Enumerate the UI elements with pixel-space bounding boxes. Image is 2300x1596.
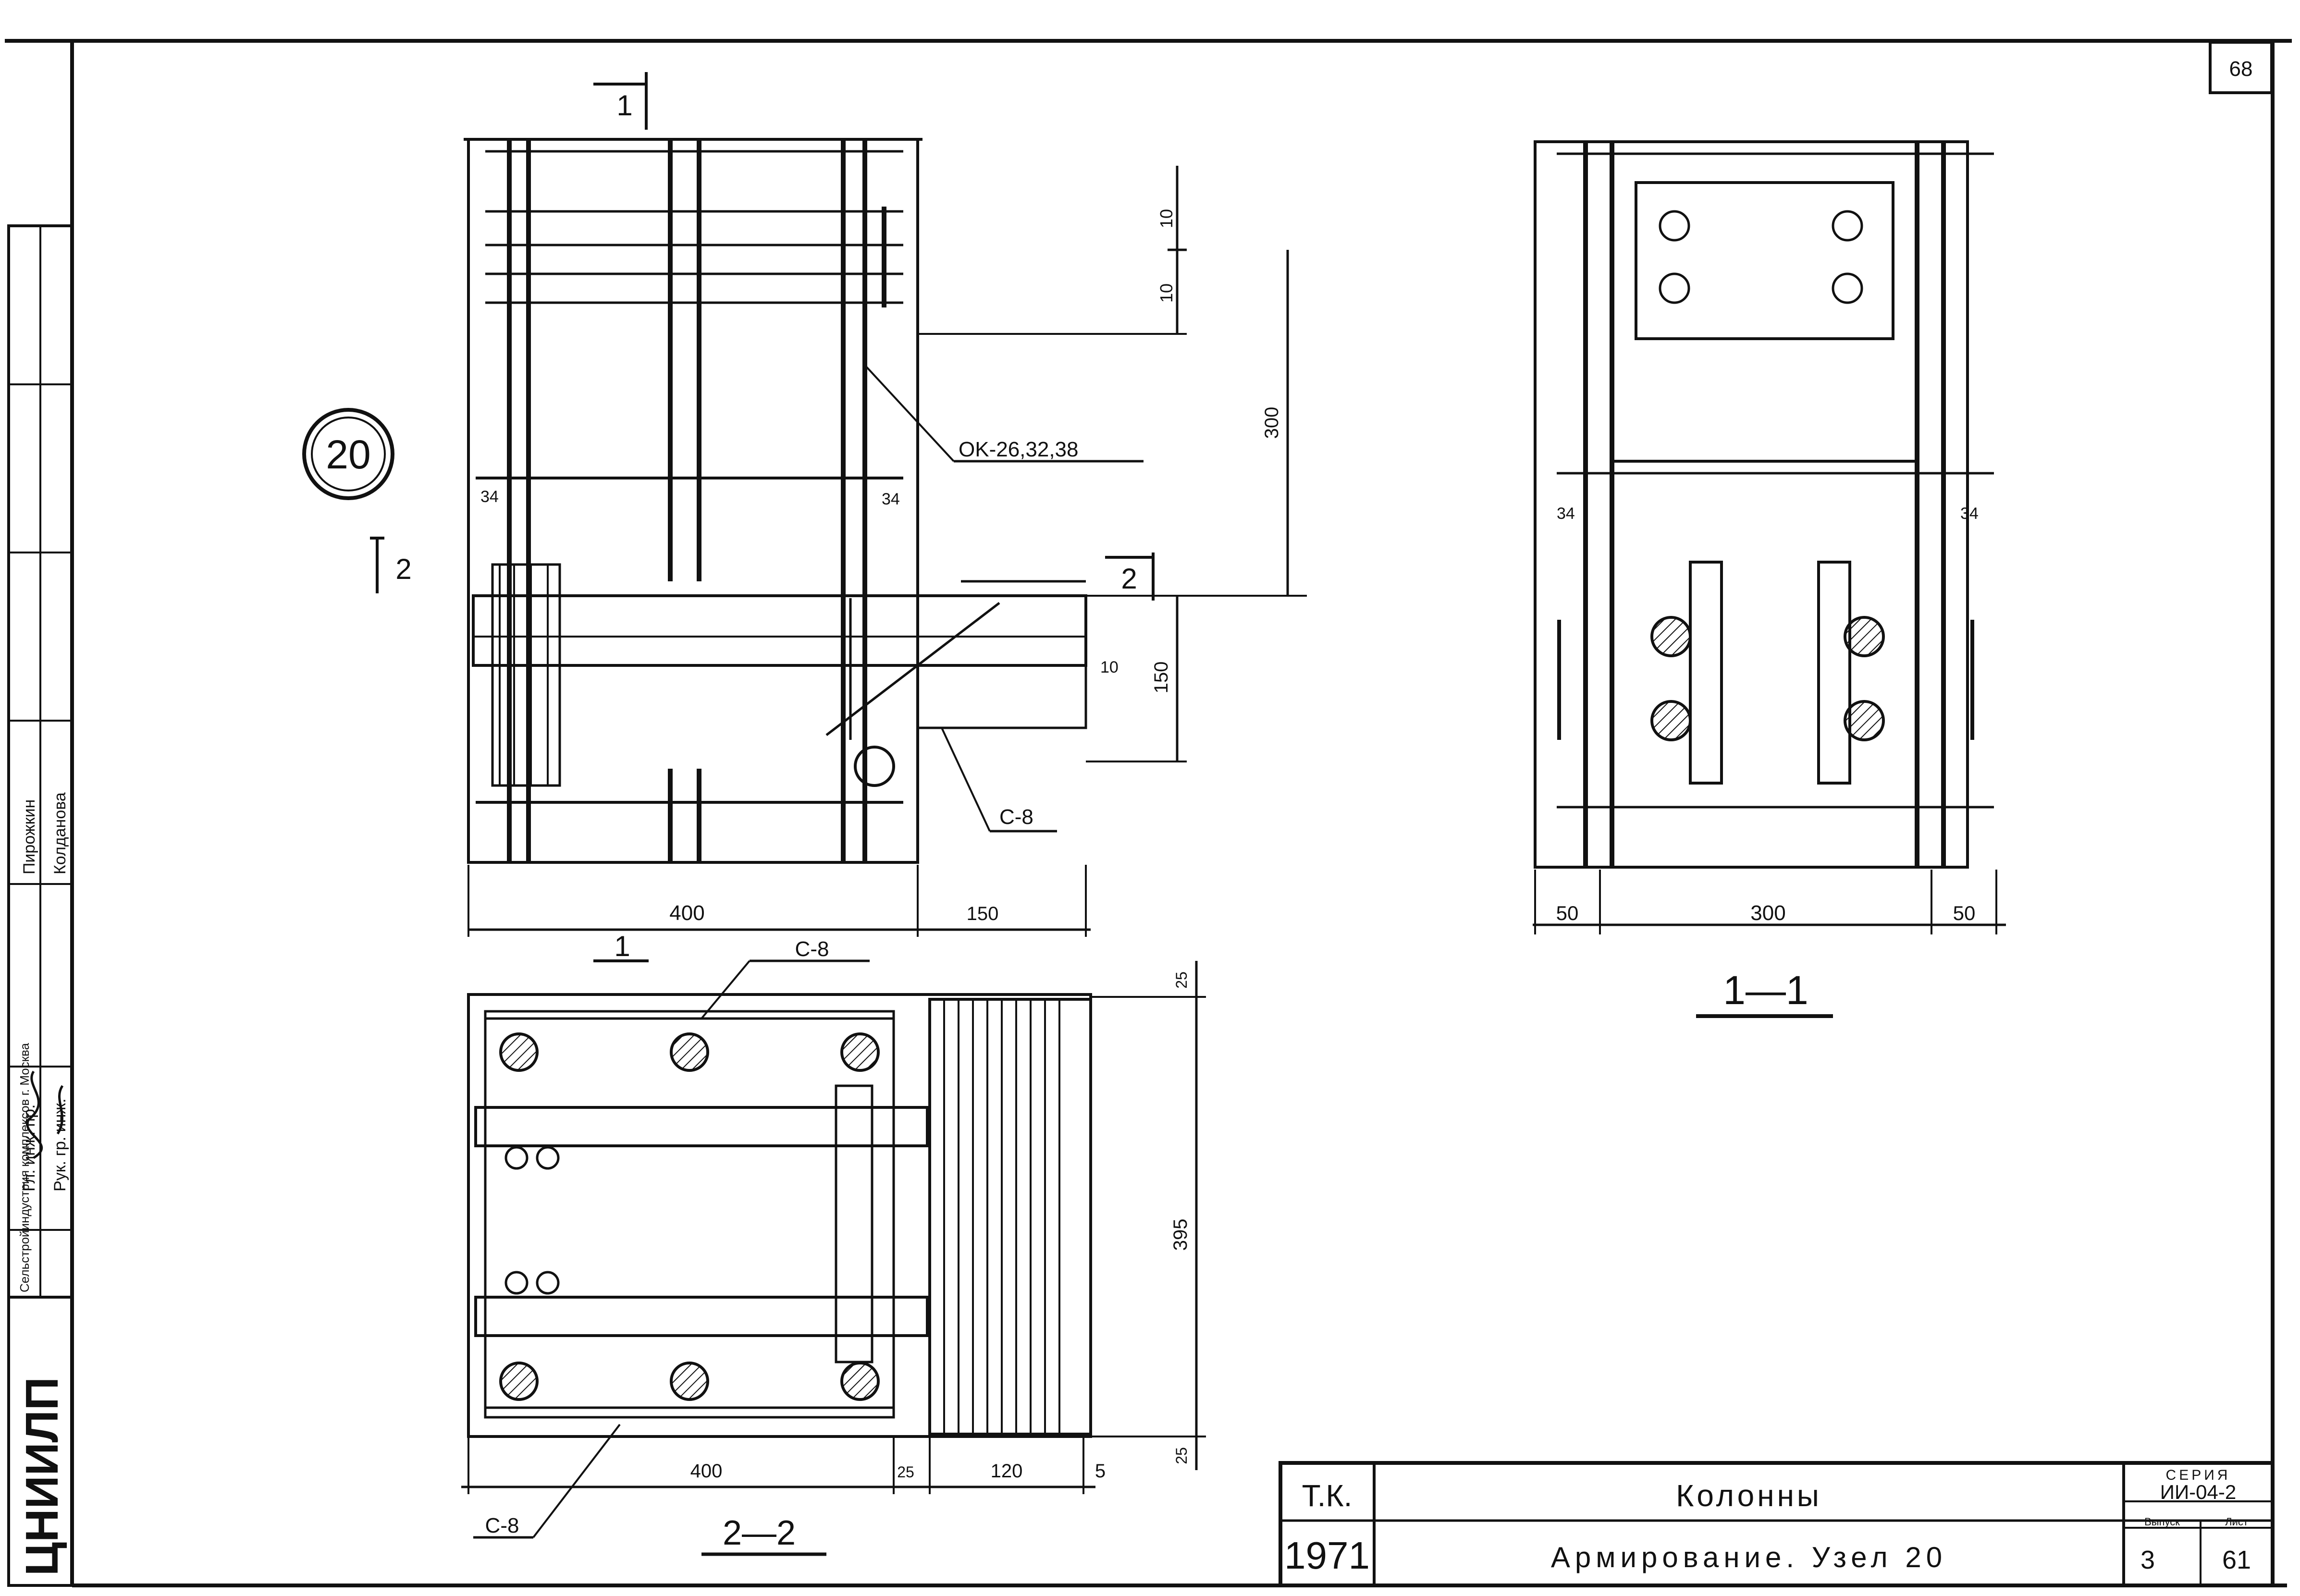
callout-ok-rebar: OK-26,32,38 bbox=[959, 438, 1079, 461]
title-sub: Армирование. Узел 20 bbox=[1551, 1541, 1947, 1573]
dim-400: 400 bbox=[669, 901, 704, 925]
stamp-role-2: Рук. гр. инж. bbox=[51, 1098, 69, 1191]
cut-1-bottom-label: 1 bbox=[614, 930, 630, 962]
stamp-role-1: Гл. инж. пр. bbox=[20, 1105, 38, 1191]
dim-10-a: 10 bbox=[1156, 209, 1176, 228]
plan-dim-120: 120 bbox=[991, 1461, 1023, 1482]
title-main: Колонны bbox=[1676, 1478, 1822, 1513]
callout-c8-right: C-8 bbox=[999, 805, 1033, 829]
plan-view-2-2 bbox=[467, 993, 1092, 1438]
stamp-name-1: Пирожкин bbox=[20, 799, 38, 874]
s11-dim-34-left: 34 bbox=[1557, 504, 1575, 523]
issue-value: 3 bbox=[2140, 1546, 2155, 1574]
dim-300: 300 bbox=[1261, 407, 1282, 439]
series-label: СЕРИЯ bbox=[2166, 1467, 2231, 1483]
stamp-name-2: Колданова bbox=[51, 792, 69, 874]
view-1-1-label: 1—1 bbox=[1723, 968, 1808, 1013]
section-1-1-annotations: 34 34 50 300 50 1—1 bbox=[1533, 504, 2006, 1018]
dim-150-bottom: 150 bbox=[967, 903, 999, 924]
sheet-value: 61 bbox=[2222, 1546, 2251, 1574]
node-mark: 20 bbox=[302, 408, 394, 500]
cut-2-left-label: 2 bbox=[395, 553, 411, 585]
section-1-1 bbox=[1534, 140, 1994, 869]
elevation-section-marks: 1 1 2 2 bbox=[370, 72, 1155, 962]
s11-dim-50-left: 50 bbox=[1556, 902, 1579, 924]
signature-1 bbox=[26, 1070, 43, 1159]
sheet-label: Лист bbox=[2225, 1516, 2248, 1528]
plan-dim-25-top: 25 bbox=[1173, 971, 1190, 989]
dim-10-b: 10 bbox=[1156, 283, 1176, 303]
plan-dim-5: 5 bbox=[1095, 1461, 1106, 1482]
dim-10-c: 10 bbox=[1100, 658, 1119, 676]
title-year: 1971 bbox=[1284, 1534, 1370, 1577]
stamp-org: ЦНИИЛП bbox=[16, 1377, 68, 1576]
plan-dim-395: 395 bbox=[1170, 1219, 1191, 1251]
elevation-dimensions: 10 10 300 150 10 34 34 400 150 bbox=[467, 166, 1307, 937]
dim-150: 150 bbox=[1151, 662, 1172, 694]
cut-2-right-label: 2 bbox=[1121, 563, 1137, 595]
elevation-view bbox=[464, 138, 1187, 864]
s11-dim-50-right: 50 bbox=[1953, 902, 1976, 924]
stamp-org-sub: Сельстройиндустрия комплексов г. Москва bbox=[17, 1043, 32, 1292]
view-2-2-label: 2—2 bbox=[723, 1514, 796, 1552]
signature-2 bbox=[56, 1085, 64, 1135]
sheet-number-box: 68 bbox=[2209, 41, 2273, 94]
s11-dim-34-right: 34 bbox=[1960, 504, 1979, 523]
plan-dim-25-mid: 25 bbox=[897, 1463, 914, 1481]
plan-dim-25-bottom: 25 bbox=[1173, 1447, 1190, 1464]
plan-dim-400: 400 bbox=[690, 1461, 723, 1482]
series-value: ИИ-04-2 bbox=[2160, 1481, 2236, 1503]
elevation-callouts: OK-26,32,38 C-8 bbox=[864, 364, 1144, 833]
cut-1-top-label: 1 bbox=[616, 89, 632, 122]
title-tk: Т.К. bbox=[1302, 1478, 1353, 1513]
left-stamp: ЦНИИЛП Сельстройиндустрия комплексов г. … bbox=[7, 224, 74, 1587]
callout-c8-plan-bottom: C-8 bbox=[485, 1514, 519, 1537]
callout-c8-plan-top: C-8 bbox=[795, 937, 829, 961]
s11-dim-300: 300 bbox=[1750, 901, 1785, 925]
sheet-frame bbox=[5, 39, 2292, 1587]
dim-34-right: 34 bbox=[882, 490, 900, 508]
plan-annotations: C-8 C-8 25 395 25 400 25 120 5 2—2 bbox=[461, 937, 1206, 1556]
node-mark-number: 20 bbox=[326, 432, 370, 477]
title-block: Т.К. 1971 Колонны Армирование. Узел 20 С… bbox=[1279, 1461, 2275, 1587]
issue-label: Выпуск bbox=[2144, 1516, 2180, 1528]
dim-34-left: 34 bbox=[480, 488, 499, 506]
sheet-number: 68 bbox=[2229, 57, 2253, 81]
